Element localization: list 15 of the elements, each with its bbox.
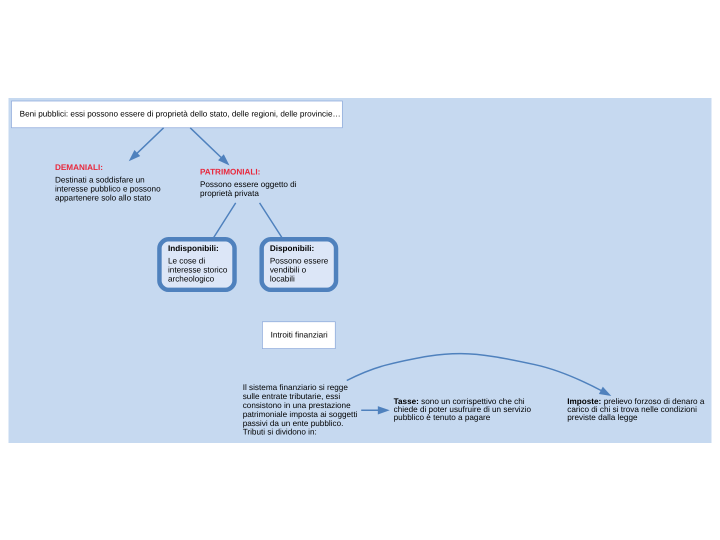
node-text: Imposte: prelievo forzoso di denaro a carico di chi si trova nelle condizioni previste dalla legge (567, 396, 704, 422)
node-box: Disponibili: Possono essere vendibili o locabili (259, 236, 338, 292)
arrow (128, 126, 164, 161)
connector (258, 202, 284, 240)
node-text: Il sistema finanziario si regge sulle entrate tributarie, essi consistono in una prestazione patrimoniale imposta ai soggetti passivi da un ente pubblico. Tributi si dividono in: (242, 382, 358, 436)
arrow (190, 126, 230, 166)
node-box: Beni pubblici: essi possono essere di proprietà dello stato, delle regioni, delle provincie… (11, 100, 343, 128)
arrow (361, 406, 390, 414)
connector (212, 202, 236, 240)
node-text: PATRIMONIALI: Possono essere oggetto di proprietà privata (200, 166, 297, 198)
node-text: Tasse: sono un corrispettivo che chi chiede di poter usufruire di un servizio pubblico è tenuto a pagare (394, 396, 532, 422)
node-box: Indisponibili: Le cose di interesse storico archeologico (157, 236, 237, 292)
arrow (346, 352, 612, 396)
node-box: Introiti finanziari (262, 320, 336, 348)
node-text: DEMANIALI: Destinati a soddisfare un interesse pubblico e possono appartenere solo allo stato (54, 162, 161, 202)
